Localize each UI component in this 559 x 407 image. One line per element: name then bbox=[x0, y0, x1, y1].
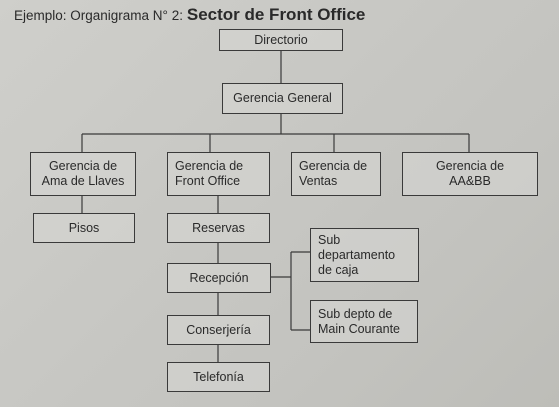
node-sub-depto-main-courante: Sub depto de Main Courante bbox=[310, 300, 418, 343]
node-gerencia-general: Gerencia General bbox=[222, 83, 343, 114]
node-sub-departamento-caja: Sub departamento de caja bbox=[310, 228, 419, 282]
node-reservas: Reservas bbox=[167, 213, 270, 243]
node-gerencia-front-office: Gerencia de Front Office bbox=[167, 152, 270, 196]
node-gerencia-ama-de-llaves: Gerencia de Ama de Llaves bbox=[30, 152, 136, 196]
node-conserjeria: Conserjería bbox=[167, 315, 270, 345]
node-telefonia: Telefonía bbox=[167, 362, 270, 392]
chart-title: Ejemplo: Organigrama N° 2: Sector de Fro… bbox=[14, 5, 365, 25]
node-gerencia-ventas: Gerencia de Ventas bbox=[291, 152, 381, 196]
node-directorio: Directorio bbox=[219, 29, 343, 51]
node-recepcion: Recepción bbox=[167, 263, 271, 293]
chart-title-prefix: Ejemplo: Organigrama N° 2: bbox=[14, 8, 183, 23]
node-pisos: Pisos bbox=[33, 213, 135, 243]
node-gerencia-aabb: Gerencia de AA&BB bbox=[402, 152, 538, 196]
chart-title-main: Sector de Front Office bbox=[186, 5, 366, 24]
